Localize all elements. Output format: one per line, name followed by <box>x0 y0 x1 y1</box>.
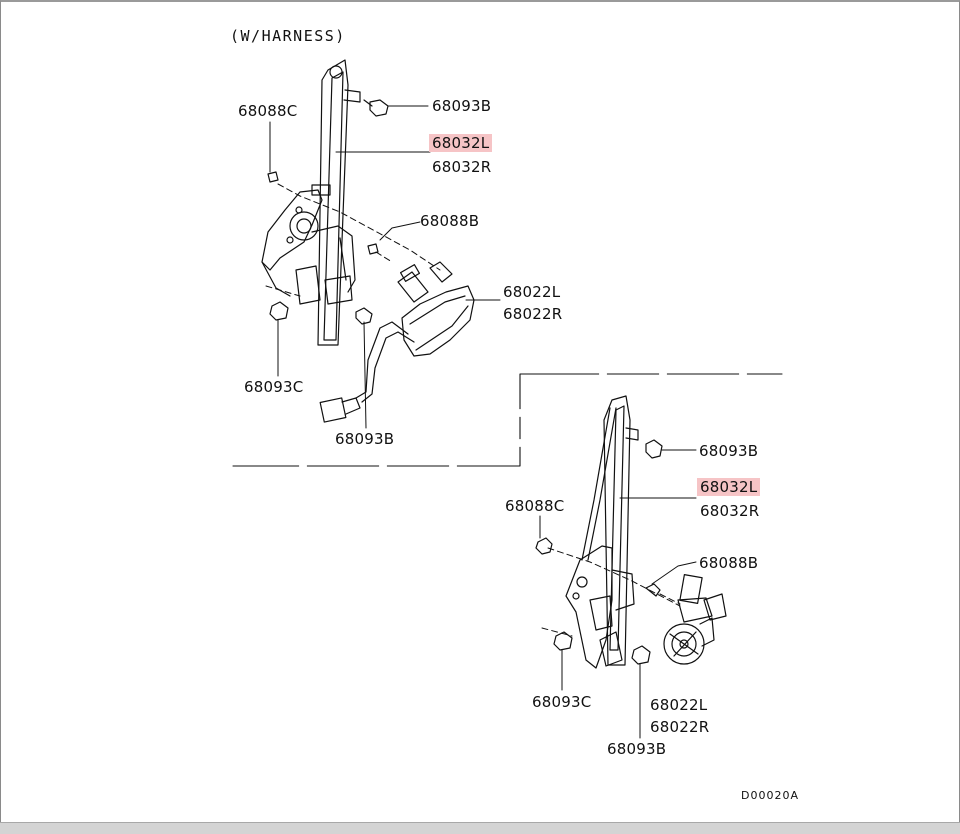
upper-part-68022l[interactable]: 68022L <box>503 283 561 301</box>
lower-leader-lines <box>539 449 697 739</box>
lower-regulator-rail <box>581 395 639 666</box>
highlighted-part: 68032L <box>429 134 493 152</box>
upper-fasteners <box>267 99 389 325</box>
lower-part-68022r[interactable]: 68022R <box>650 718 710 736</box>
lower-part-68032l[interactable]: 68032L <box>697 478 761 496</box>
upper-regulator-bracket <box>261 189 356 305</box>
upper-part-68032r[interactable]: 68032R <box>432 158 492 176</box>
lower-part-68022l[interactable]: 68022L <box>650 696 708 714</box>
upper-part-68022r[interactable]: 68022R <box>503 305 563 323</box>
upper-part-68093b-top[interactable]: 68093B <box>432 97 492 115</box>
lower-part-68093b-top[interactable]: 68093B <box>699 442 759 460</box>
lower-part-68093c[interactable]: 68093C <box>532 693 592 711</box>
upper-part-68032l[interactable]: 68032L <box>429 134 493 152</box>
highlighted-part: 68032L <box>697 478 761 496</box>
upper-part-68093c[interactable]: 68093C <box>244 378 304 396</box>
upper-regulator-rail <box>311 59 361 346</box>
lower-fasteners <box>535 439 663 665</box>
assembly-separator <box>232 373 783 467</box>
lower-motor <box>663 574 727 665</box>
upper-part-68088b[interactable]: 68088B <box>420 212 480 230</box>
lower-part-68032r[interactable]: 68032R <box>700 502 760 520</box>
bottom-scrollbar[interactable] <box>0 822 960 834</box>
upper-part-68088c[interactable]: 68088C <box>238 102 298 120</box>
upper-leader-lines <box>265 105 501 429</box>
harness-note: (W/HARNESS) <box>230 27 346 45</box>
lower-part-68088b[interactable]: 68088B <box>699 554 759 572</box>
upper-part-68093b-bottom[interactable]: 68093B <box>335 430 395 448</box>
drawing-id: D00020A <box>741 789 799 802</box>
lower-part-68088c[interactable]: 68088C <box>505 497 565 515</box>
lower-regulator-bracket <box>565 545 635 669</box>
upper-motor <box>319 261 475 423</box>
lower-part-68093b-bottom[interactable]: 68093B <box>607 740 667 758</box>
